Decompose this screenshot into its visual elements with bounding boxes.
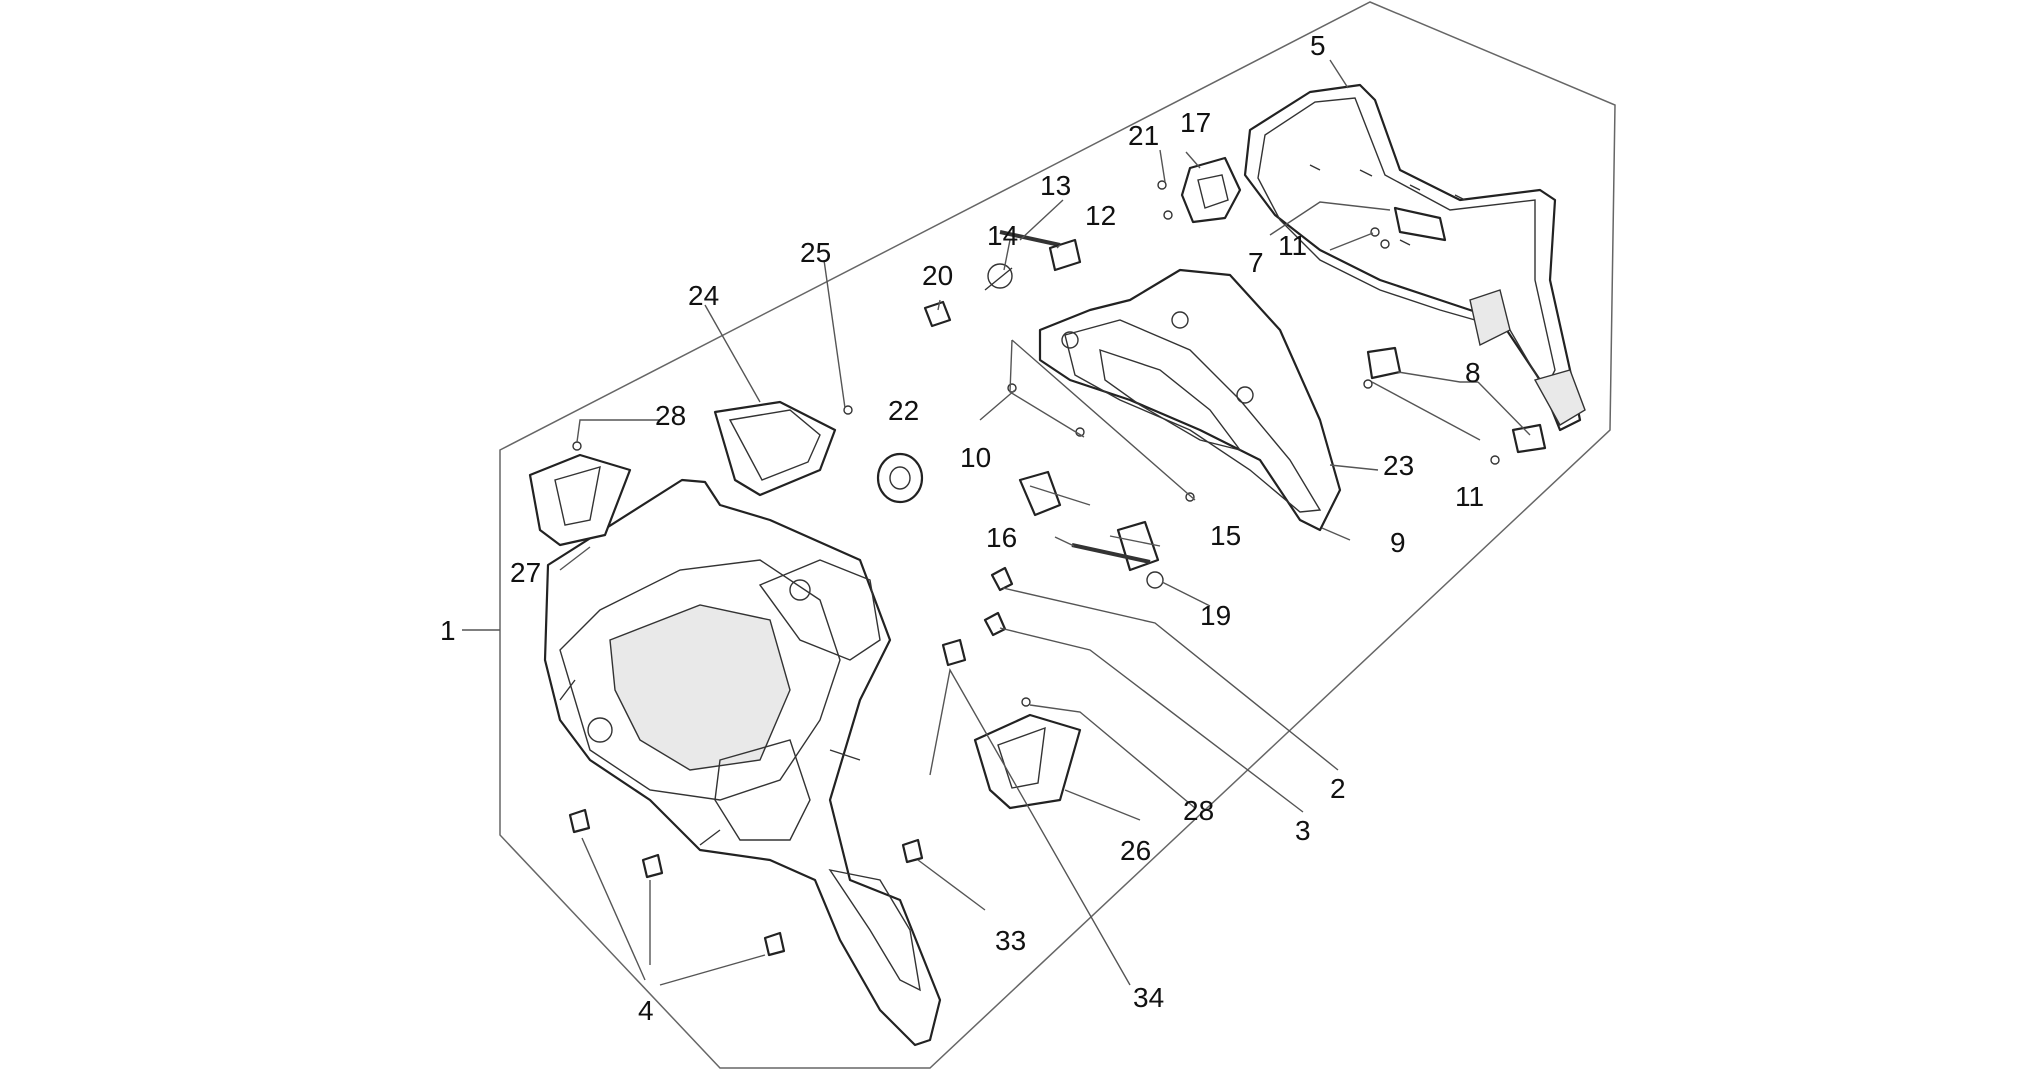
callout-25: 25: [800, 237, 831, 268]
callout-3: 3: [1295, 815, 1311, 846]
callout-20: 20: [922, 260, 953, 291]
callout-24: 24: [688, 280, 719, 311]
small-screws: [572, 180, 1500, 707]
callout-27: 27: [510, 557, 541, 588]
callout-12: 12: [1085, 200, 1116, 231]
part-8-bracket-upper: [1366, 346, 1402, 380]
part-17-switch: [1180, 156, 1242, 224]
callout-11-upper: 11: [1278, 230, 1307, 261]
callout-labels: 1 2 3 4 5 7 8 9 10 11 11 12 13 14 15 16 …: [440, 30, 1484, 1026]
part-8-bracket-lower: [1511, 423, 1547, 454]
part-24-lid: [713, 400, 837, 497]
leader-lines: [462, 59, 1531, 986]
callout-5: 5: [1310, 30, 1326, 61]
part-5-front-shield: [1243, 83, 1586, 432]
callout-33: 33: [995, 925, 1026, 956]
callout-26: 26: [1120, 835, 1151, 866]
callout-1: 1: [440, 615, 456, 646]
part-1-inner-body: [543, 478, 942, 1047]
part-15-latches: [1018, 470, 1160, 572]
callout-23: 23: [1383, 450, 1414, 481]
callout-11-lower: 11: [1455, 481, 1484, 512]
callout-13: 13: [1040, 170, 1071, 201]
callout-15: 15: [1210, 520, 1241, 551]
callout-8: 8: [1465, 357, 1481, 388]
callout-10: 10: [960, 442, 991, 473]
part-20-clip: [923, 300, 952, 328]
part-26-right-pocket: [973, 713, 1082, 810]
part-2-screw: [990, 566, 1014, 592]
callout-2: 2: [1330, 773, 1346, 804]
callout-4: 4: [638, 995, 654, 1026]
callout-21: 21: [1128, 120, 1159, 151]
part-16-pin: [1071, 543, 1151, 564]
callout-28-lower: 28: [1183, 795, 1214, 826]
callout-7: 7: [1248, 247, 1264, 278]
part-34-nut: [941, 638, 967, 667]
callout-19: 19: [1200, 600, 1231, 631]
callout-9: 9: [1390, 527, 1406, 558]
part-3-screw: [983, 611, 1007, 637]
part-33-clip: [901, 838, 924, 864]
part-27-left-pocket: [528, 453, 632, 547]
part-4-clips: [568, 808, 786, 957]
part-9-23-inner-panel: [1038, 268, 1342, 532]
callout-16: 16: [986, 522, 1017, 553]
callout-14: 14: [987, 220, 1018, 251]
callout-28-upper: 28: [655, 400, 686, 431]
callout-22: 22: [888, 395, 919, 426]
part-19-spring: [1146, 571, 1164, 589]
part-7-bracket: [1393, 206, 1447, 242]
callout-17: 17: [1180, 107, 1211, 138]
callout-34: 34: [1133, 982, 1164, 1013]
assembly-frame: [499, 1, 1616, 1069]
part-22-grommet: [876, 452, 924, 504]
